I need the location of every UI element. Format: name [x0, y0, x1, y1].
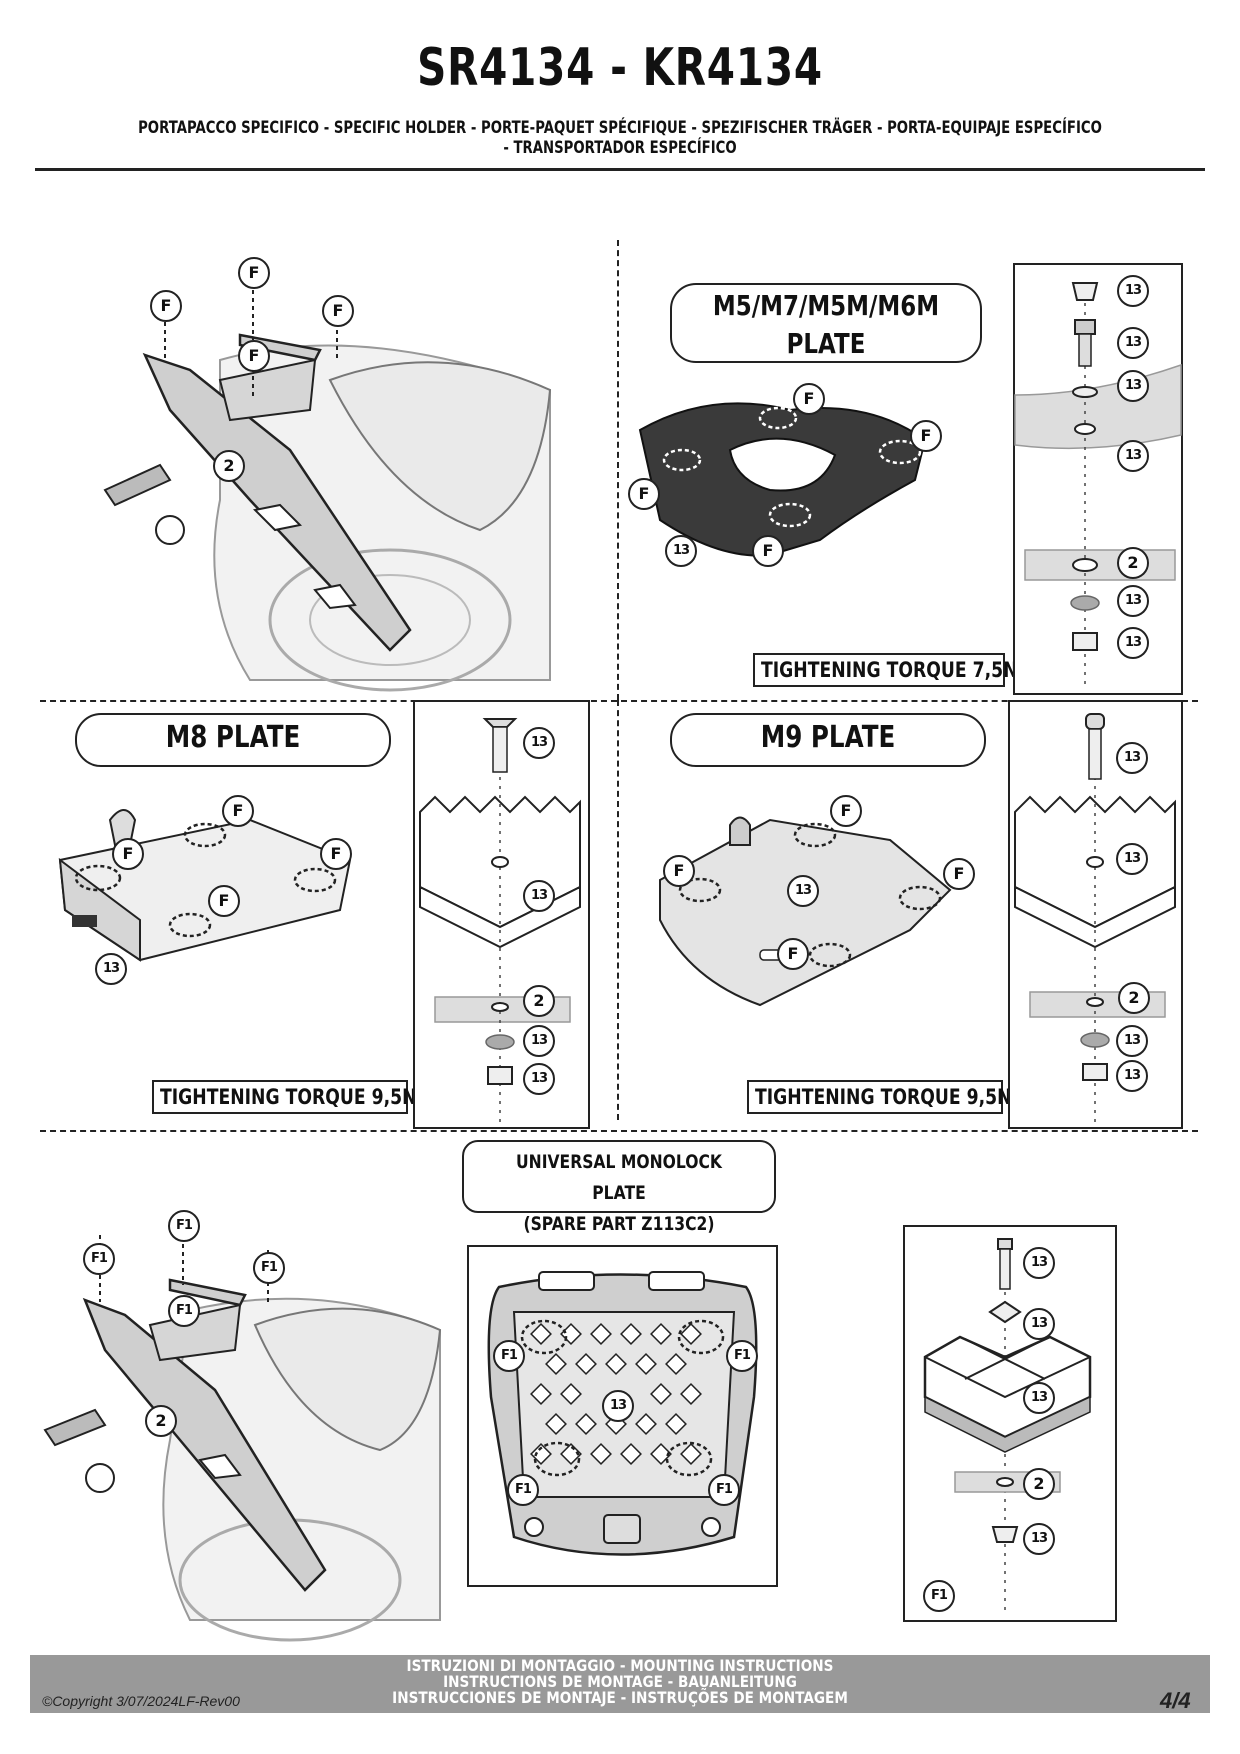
m5-plate-label-line1: M5/M7/M5M/M6M: [712, 289, 940, 322]
callout-13-m5-screw: 13: [1117, 327, 1149, 359]
footer-line-1: ISTRUZIONI DI MONTAGGIO - MOUNTING INSTR…: [406, 1656, 834, 1675]
m8-torque-label: TIGHTENING TORQUE 9,5Nm: [152, 1080, 434, 1114]
callout-13-m8-base: 13: [523, 880, 555, 912]
document-title: SR4134 - KR4134: [417, 38, 823, 98]
callout-f-m5-top: F: [793, 383, 825, 415]
callout-13-monolock-nut: 13: [1023, 1523, 1055, 1555]
callout-2-rack: 2: [213, 450, 245, 482]
callout-f1-monolock-top-right: F1: [726, 1340, 758, 1372]
callout-f-m8-top: F: [222, 795, 254, 827]
m9-hardware-panel: [1008, 700, 1183, 1129]
divider-horizontal-1: [40, 700, 1198, 702]
copyright-text: ©Copyright 3/07/2024LF-Rev00: [42, 1693, 240, 1709]
divider-vertical-middle: [617, 700, 619, 1120]
m8-plate-label: M8 PLATE: [75, 713, 391, 767]
callout-f-m9-right: F: [943, 858, 975, 890]
callout-13-m8-nut: 13: [523, 1063, 555, 1095]
divider-vertical-top: [617, 240, 619, 700]
m8-hardware-stack: [419, 718, 581, 1122]
callout-2-m9: 2: [1118, 982, 1150, 1014]
m8-hardware-panel: [413, 700, 590, 1129]
callout-f1-monolock-bottom-right: F1: [708, 1474, 740, 1506]
callout-2-m5: 2: [1117, 547, 1149, 579]
monolock-label-line2: (SPARE PART Z113C2): [523, 1213, 715, 1235]
callout-f1-monolock-top-left: F1: [493, 1340, 525, 1372]
m5-hardware-panel: [1013, 263, 1183, 695]
monolock-plate-label: UNIVERSAL MONOLOCK PLATE (SPARE PART Z11…: [462, 1140, 776, 1235]
m9-plate-label: M9 PLATE: [670, 713, 986, 767]
divider-horizontal-2: [40, 1130, 1198, 1132]
callout-f1-monolock-hardware: F1: [923, 1580, 955, 1612]
callout-f1-rack-top: F1: [168, 1210, 200, 1242]
callout-f-m5-bottom: F: [752, 535, 784, 567]
rear-rack-illustration-monolock: [43, 1220, 442, 1642]
callout-f-rack-center: F: [238, 340, 270, 372]
callout-13-monolock: 13: [602, 1390, 634, 1422]
m5-hardware-stack: [1014, 282, 1182, 685]
callout-f-m8-center: F: [208, 885, 240, 917]
callout-13-monolock-screw: 13: [1023, 1247, 1055, 1279]
callout-13-monolock-grid: 13: [1023, 1382, 1055, 1414]
header-rule: [35, 168, 1205, 171]
callout-13-m5-washer: 13: [1117, 370, 1149, 402]
callout-f-m5-left: F: [628, 478, 660, 510]
footer-bar: [30, 1655, 1210, 1713]
page-number: 4/4: [1160, 1688, 1191, 1713]
callout-13-m5-nut: 13: [1117, 627, 1149, 659]
callout-2-monolock: 2: [1023, 1468, 1055, 1500]
callout-13-m5-plate: 13: [1117, 440, 1149, 472]
m9-torque-label: TIGHTENING TORQUE 9,5Nm: [747, 1080, 1029, 1114]
callout-f-rack-top: F: [238, 257, 270, 289]
callout-f-rack-left: F: [150, 290, 182, 322]
callout-2-m8: 2: [523, 985, 555, 1017]
monolock-hardware-panel: [903, 1225, 1117, 1622]
m9-hardware-stack: [1014, 713, 1176, 1122]
callout-2-rack-monolock: 2: [145, 1405, 177, 1437]
callout-f-rack-right: F: [322, 295, 354, 327]
callout-f-m9-top: F: [830, 795, 862, 827]
callout-13-m9-base: 13: [1116, 843, 1148, 875]
footer-instructions: ISTRUZIONI DI MONTAGGIO - MOUNTING INSTR…: [0, 1658, 1240, 1706]
callout-13-m8-screw: 13: [523, 727, 555, 759]
m5-plate-label-line2: PLATE: [786, 327, 866, 360]
rear-rack-illustration: [103, 290, 552, 692]
callout-13-m5-cap: 13: [1117, 275, 1149, 307]
callout-f-m5-right: F: [910, 420, 942, 452]
callout-f1-rack-left: F1: [83, 1243, 115, 1275]
m5-plate-label: M5/M7/M5M/M6M PLATE: [670, 283, 982, 363]
callout-13-m9-screw: 13: [1116, 742, 1148, 774]
m5-plate-illustration: [638, 402, 927, 557]
callout-13-m9-nut: 13: [1116, 1060, 1148, 1092]
monolock-label-line1: UNIVERSAL MONOLOCK PLATE: [516, 1151, 722, 1204]
callout-f-m8-right: F: [320, 838, 352, 870]
callout-13-m9-washer: 13: [1116, 1025, 1148, 1057]
callout-f1-rack-right: F1: [253, 1252, 285, 1284]
callout-f1-rack-center: F1: [168, 1295, 200, 1327]
callout-13-m5-washer2: 13: [1117, 585, 1149, 617]
callout-f-m9-bottom: F: [777, 938, 809, 970]
document-subtitle: PORTAPACCO SPECIFICO - SPECIFIC HOLDER -…: [138, 118, 1102, 158]
callout-f1-monolock-bottom-left: F1: [507, 1474, 539, 1506]
callout-13-m5: 13: [665, 535, 697, 567]
m5-torque-label: TIGHTENING TORQUE 7,5Nm: [753, 653, 1035, 687]
monolock-hardware-stack: [923, 1238, 1092, 1612]
callout-f-m9-left: F: [663, 855, 695, 887]
callout-13-monolock-washer: 13: [1023, 1308, 1055, 1340]
callout-13-m8-washer: 13: [523, 1025, 555, 1057]
callout-13-m8-plate: 13: [95, 953, 127, 985]
footer-line-2: INSTRUCTIONS DE MONTAGE - BAUANLEITUNG: [443, 1672, 797, 1691]
callout-13-m9-plate: 13: [787, 875, 819, 907]
m9-plate-illustration: [659, 816, 952, 1007]
callout-f-m8-left: F: [112, 838, 144, 870]
footer-line-3: INSTRUCCIONES DE MONTAJE - INSTRUÇÕES DE…: [392, 1688, 848, 1707]
